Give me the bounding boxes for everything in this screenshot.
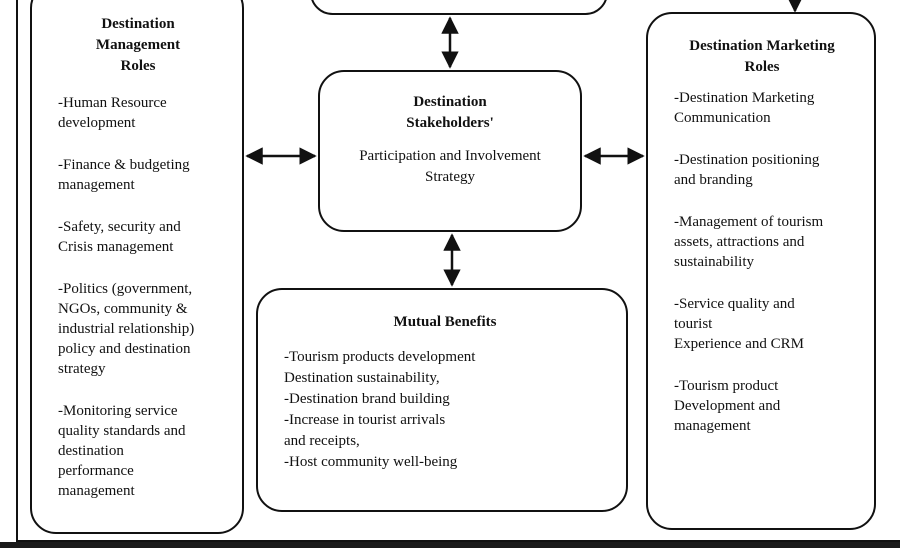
benefit-item: and receipts, — [284, 433, 360, 449]
stakeholders-box: Destination Stakeholders' Participation … — [318, 70, 582, 232]
destination-marketing-title: Destination Marketing Roles — [689, 38, 835, 75]
marketing-item: -Destination positioning and branding — [674, 152, 820, 188]
marketing-item: -Service quality and tourist Experience … — [674, 296, 804, 352]
stakeholders-subtitle: Participation and Involvement Strategy — [359, 148, 541, 185]
management-item: -Finance & budgeting management — [58, 157, 190, 193]
stakeholders-title: Destination Stakeholders' — [406, 94, 494, 131]
benefit-item: -Increase in tourist arrivals — [284, 412, 446, 428]
destination-management-title: Destination Management Roles — [95, 16, 181, 74]
destination-management-box: Destination Management Roles -Human Reso… — [30, 0, 244, 534]
bottom-border — [0, 542, 900, 548]
benefit-item: -Host community well-being — [284, 454, 458, 470]
management-item: -Safety, security and Crisis management — [58, 219, 181, 255]
management-item: -Human Resource development — [58, 95, 167, 131]
benefit-item: -Tourism products development — [284, 349, 476, 365]
mutual-benefits-title: Mutual Benefits — [393, 314, 497, 330]
marketing-item: -Management of tourism assets, attractio… — [674, 214, 824, 270]
figure-frame — [16, 0, 900, 542]
benefit-item: Destination sustainability, — [284, 370, 440, 386]
destination-marketing-box: Destination Marketing Roles -Destination… — [646, 12, 876, 530]
marketing-item: -Destination Marketing Communication — [674, 90, 815, 126]
management-item: -Monitoring service quality standards an… — [58, 403, 186, 499]
benefit-item: -Destination brand building — [284, 391, 450, 407]
mutual-benefits-box: Mutual Benefits -Tourism products develo… — [256, 288, 628, 512]
top-box — [310, 0, 608, 15]
management-item: -Politics (government, NGOs, community &… — [58, 281, 195, 377]
marketing-item: -Tourism product Development and managem… — [674, 378, 781, 434]
